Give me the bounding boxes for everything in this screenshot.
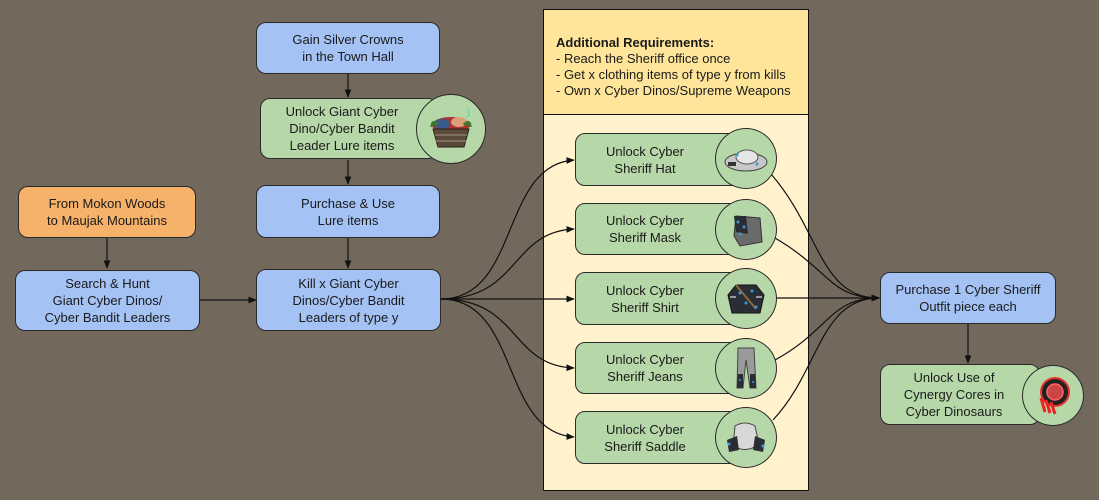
sheriff-mask-icon	[715, 199, 777, 260]
cynergy-core-icon	[1022, 365, 1084, 426]
node-unlock-lure-items: Unlock Giant Cyber Dino/Cyber Bandit Lea…	[260, 98, 438, 159]
node-unlock-sheriff-shirt: Unlock Cyber Sheriff Shirt	[575, 272, 745, 325]
node-purchase-use-lure: Purchase & Use Lure items	[256, 185, 440, 238]
requirement-item: - Get x clothing items of type y from ki…	[556, 67, 786, 82]
requirements-header: Additional Requirements: - Reach the She…	[544, 10, 808, 115]
sheriff-shirt-icon	[715, 268, 777, 329]
sheriff-hat-icon	[715, 128, 777, 189]
sheriff-jeans-icon	[715, 338, 777, 399]
node-unlock-cynergy-cores: Unlock Use of Cynergy Cores in Cyber Din…	[880, 364, 1040, 425]
node-search-hunt: Search & Hunt Giant Cyber Dinos/ Cyber B…	[15, 270, 200, 331]
node-kill-x-giant: Kill x Giant Cyber Dinos/Cyber Bandit Le…	[256, 269, 441, 331]
sheriff-saddle-icon	[715, 407, 777, 468]
node-location-mokon-to-maujak: From Mokon Woods to Maujak Mountains	[18, 186, 196, 238]
requirement-item: - Reach the Sheriff office once	[556, 51, 731, 66]
node-gain-silver-crowns: Gain Silver Crowns in the Town Hall	[256, 22, 440, 74]
requirement-item: - Own x Cyber Dinos/Supreme Weapons	[556, 83, 791, 98]
node-purchase-outfit: Purchase 1 Cyber Sheriff Outfit piece ea…	[880, 272, 1056, 324]
requirements-title: Additional Requirements:	[556, 35, 715, 50]
lure-basket-icon	[416, 94, 486, 164]
